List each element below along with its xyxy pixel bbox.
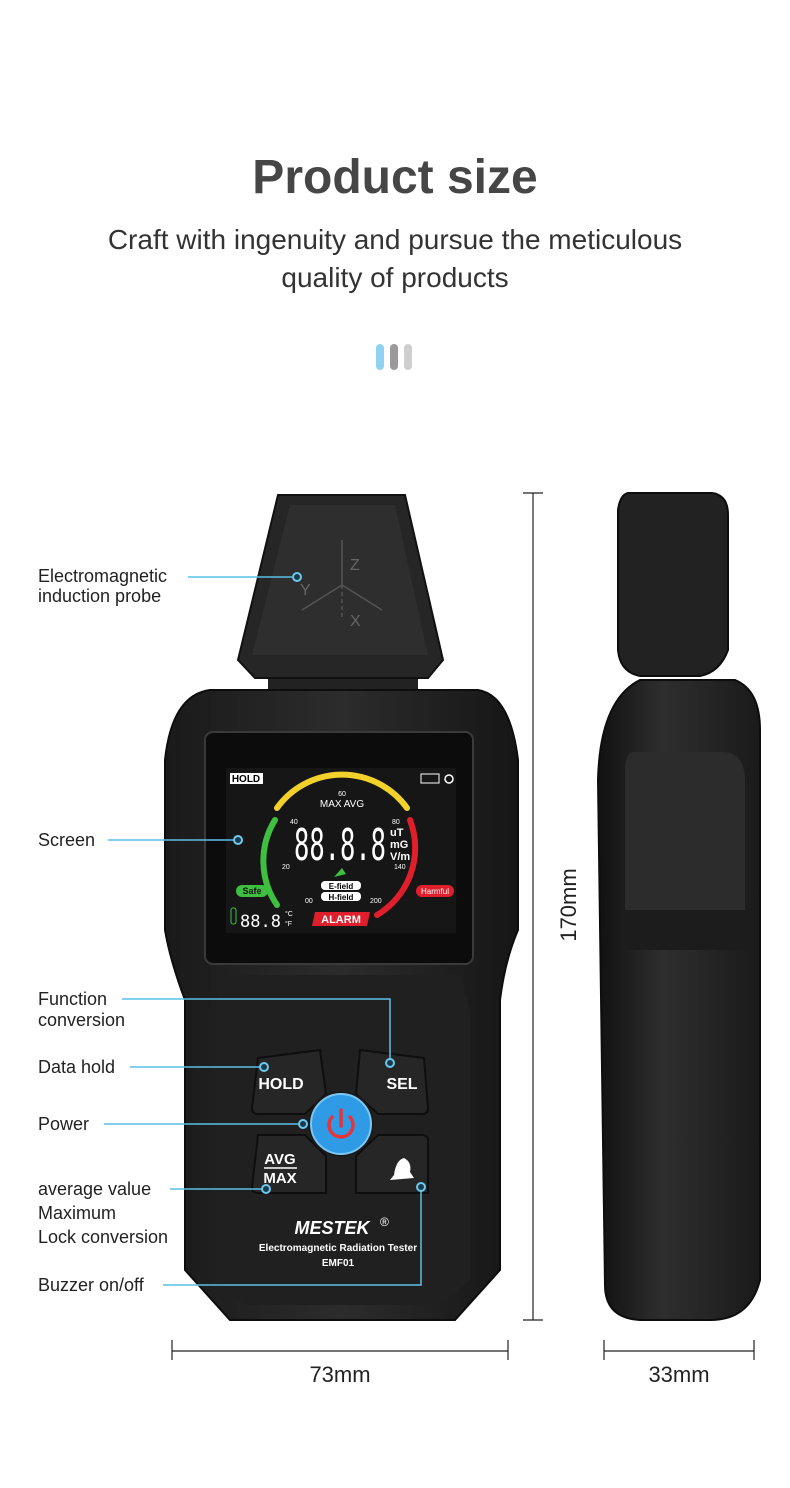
callout-label: Maximum xyxy=(38,1203,116,1223)
harmful-label: Harmful xyxy=(421,887,449,896)
unit-label: mG xyxy=(390,839,408,851)
tick-label: 00 xyxy=(305,898,313,905)
subtitle-line-1: Craft with ingenuity and pursue the meti… xyxy=(107,224,683,255)
avg-label: AVG xyxy=(264,1151,295,1168)
callout-label: average value xyxy=(38,1179,151,1199)
callout-label: Function xyxy=(38,989,107,1009)
indicator-dot xyxy=(404,344,412,370)
callout-function: Function conversion xyxy=(38,989,395,1068)
callout-label: conversion xyxy=(38,1010,125,1030)
celsius-label: °C xyxy=(285,910,293,918)
tick-label: 140 xyxy=(394,864,406,871)
model-number: EMF01 xyxy=(322,1258,355,1269)
device-side xyxy=(596,492,761,1321)
callout-label: Data hold xyxy=(38,1057,115,1077)
safe-label: Safe xyxy=(242,886,261,896)
callout-screen: Screen xyxy=(38,830,243,850)
callout-label: Lock conversion xyxy=(38,1227,168,1247)
page-title: Product size xyxy=(252,151,538,204)
thermometer-icon xyxy=(230,907,237,925)
indicator-dot xyxy=(376,344,384,370)
sel-button[interactable]: SEL xyxy=(354,1048,430,1115)
hold-button-label: HOLD xyxy=(258,1076,303,1093)
callout-label: induction probe xyxy=(38,586,161,606)
axis-x-label: X xyxy=(350,613,361,630)
indicator-dot xyxy=(390,344,398,370)
width-label: 73mm xyxy=(309,1362,370,1387)
callout-avg-max: average value Maximum Lock conversion xyxy=(38,1179,271,1247)
hold-button[interactable]: HOLD xyxy=(250,1048,328,1115)
avg-max-button[interactable]: AVG MAX xyxy=(250,1134,327,1194)
h-field-label: H-field xyxy=(329,893,354,902)
buzzer-button[interactable] xyxy=(355,1134,429,1194)
temperature-readout: 88.8 xyxy=(240,912,281,932)
tick-label: 200 xyxy=(370,898,382,905)
tick-label: 60 xyxy=(338,791,346,798)
bell-icon xyxy=(390,1158,414,1180)
section-indicator xyxy=(376,344,412,370)
power-icon xyxy=(327,1108,355,1139)
callout-hold: Data hold xyxy=(38,1057,269,1077)
callout-power: Power xyxy=(38,1114,308,1134)
callout-label: Electromagnetic xyxy=(38,566,167,586)
max-label: MAX xyxy=(263,1170,296,1187)
tick-label: 80 xyxy=(392,819,400,826)
axis-z-label: Z xyxy=(350,557,360,574)
probe: Z Y X xyxy=(236,494,445,705)
battery-icon xyxy=(420,773,440,784)
hold-indicator: HOLD xyxy=(232,774,260,785)
height-dimension xyxy=(523,492,543,1321)
bell-indicator-icon xyxy=(334,868,346,877)
callout-label: Screen xyxy=(38,830,95,850)
sel-button-label: SEL xyxy=(386,1076,417,1093)
lcd-screen: HOLD MAX AVG 60 40 80 20 140 00 200 88.8… xyxy=(230,771,454,932)
callout-label: Buzzer on/off xyxy=(38,1275,145,1295)
tick-label: 20 xyxy=(282,864,290,871)
subtitle-line-2: quality of products xyxy=(281,262,509,293)
height-label: 170mm xyxy=(556,868,581,941)
mode-indicator: MAX AVG xyxy=(320,799,364,810)
e-field-label: E-field xyxy=(329,882,354,891)
product-name: Electromagnetic Radiation Tester xyxy=(259,1243,417,1254)
depth-dimension xyxy=(603,1340,755,1360)
main-readout: 88.8.8 xyxy=(294,820,386,871)
registered-mark: ® xyxy=(380,1215,389,1229)
alarm-label: ALARM xyxy=(321,914,361,926)
callout-buzzer: Buzzer on/off xyxy=(38,1182,426,1295)
unit-label: V/m xyxy=(390,851,410,863)
power-status-icon xyxy=(444,774,454,784)
fahrenheit-label: °F xyxy=(285,920,292,928)
axis-y-label: Y xyxy=(300,582,311,599)
depth-label: 33mm xyxy=(648,1362,709,1387)
brand-logo: MESTEK xyxy=(294,1218,371,1238)
callout-probe: Electromagnetic induction probe xyxy=(38,566,302,606)
axes-icon xyxy=(301,540,383,620)
callout-label: Power xyxy=(38,1114,89,1134)
power-button[interactable] xyxy=(308,1091,374,1157)
tick-label: 40 xyxy=(290,819,298,826)
width-dimension xyxy=(171,1340,509,1360)
unit-label: uT xyxy=(390,827,404,839)
